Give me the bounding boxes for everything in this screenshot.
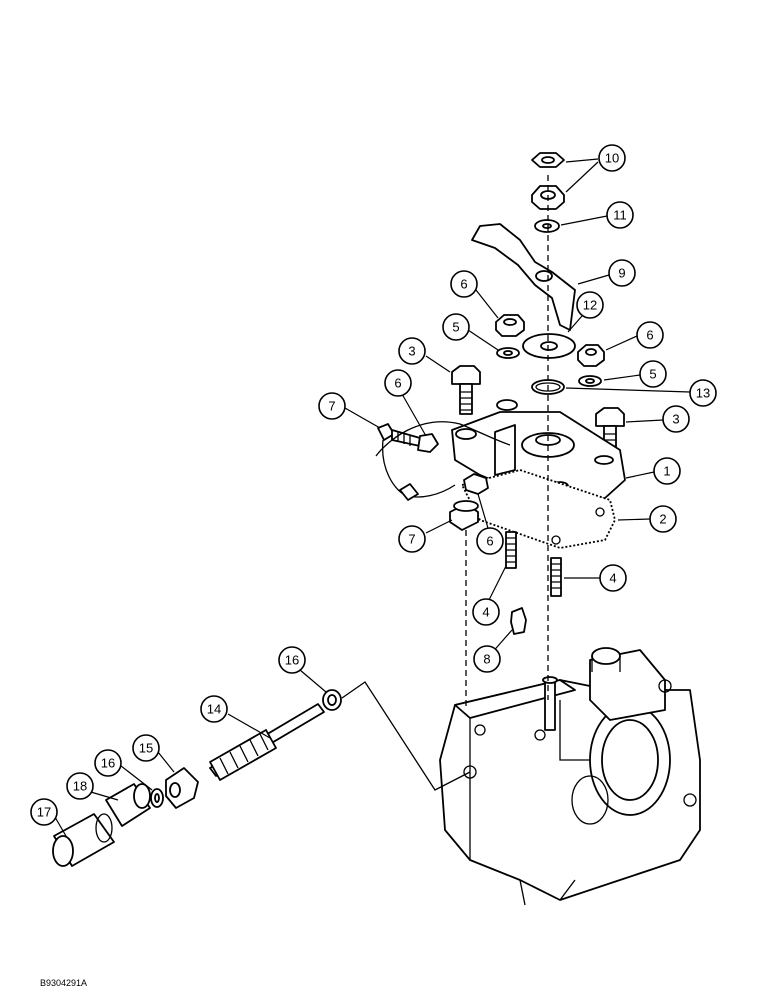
callout-10: 10: [598, 144, 626, 172]
stud-4-left: [505, 531, 517, 569]
alignment-lines: [465, 175, 549, 710]
svg-text:10: 10: [605, 151, 619, 166]
callout-6-d: 6: [476, 527, 504, 555]
nut-15: [165, 767, 199, 809]
nut-6-lower: [463, 473, 489, 495]
svg-text:8: 8: [483, 652, 490, 667]
callout-4-b: 4: [472, 598, 500, 626]
bolt-7-lower: [449, 500, 479, 531]
svg-text:4: 4: [482, 605, 489, 620]
lever-9: [471, 223, 576, 331]
svg-text:6: 6: [646, 328, 653, 343]
svg-text:1: 1: [663, 464, 670, 479]
svg-text:18: 18: [73, 779, 87, 794]
callout-3-b: 3: [662, 405, 690, 433]
nut-6-top-right: [577, 344, 605, 367]
callout-18: 18: [66, 772, 94, 800]
washer-16-upper: [322, 689, 342, 711]
callout-5-a: 5: [442, 313, 470, 341]
callout-6-a: 6: [450, 270, 478, 298]
wire-link: [375, 421, 511, 501]
sleeve-18: [105, 783, 151, 827]
svg-text:5: 5: [452, 320, 459, 335]
key-8: [510, 607, 527, 635]
washer-12: [522, 333, 576, 359]
callout-2: 2: [649, 505, 677, 533]
callout-1: 1: [653, 457, 681, 485]
svg-text:4: 4: [609, 571, 616, 586]
callout-11: 11: [606, 201, 634, 229]
washer-5-top-right: [578, 375, 602, 387]
callout-6-b: 6: [636, 321, 664, 349]
shaft-14: [209, 703, 325, 781]
svg-text:16: 16: [285, 653, 299, 668]
washer-5-top-left: [496, 347, 520, 359]
callout-3-a: 3: [398, 337, 426, 365]
bolt-3-left: [451, 365, 481, 415]
nut-6-top-left: [495, 314, 525, 337]
svg-text:3: 3: [672, 412, 679, 427]
callout-16-a: 16: [278, 646, 306, 674]
svg-text:7: 7: [328, 399, 335, 414]
gasket-2: [461, 469, 616, 549]
callouts: 10 11 9 6 12 6 5 5 3 13 7 6 3 1 2 7 6 4 …: [30, 144, 717, 826]
leader-lines: [51, 158, 691, 837]
svg-text:6: 6: [486, 534, 493, 549]
cap-17: [52, 813, 115, 867]
callout-7-a: 7: [318, 392, 346, 420]
callout-15: 15: [132, 734, 160, 762]
svg-text:3: 3: [408, 344, 415, 359]
washer-11: [534, 219, 560, 233]
callout-14: 14: [200, 695, 228, 723]
callout-17: 17: [30, 798, 58, 826]
callout-16-b: 16: [94, 749, 122, 777]
svg-text:13: 13: [696, 386, 710, 401]
connecting-rod-line: [341, 681, 471, 791]
svg-text:15: 15: [139, 741, 153, 756]
svg-text:14: 14: [207, 702, 221, 717]
engine-housing: [439, 647, 701, 906]
callout-4-a: 4: [599, 564, 627, 592]
document-code: B9304291A: [40, 978, 88, 988]
callout-5-b: 5: [639, 360, 667, 388]
stud-4-right: [550, 557, 562, 597]
callout-13: 13: [689, 379, 717, 407]
callout-6-c: 6: [384, 369, 412, 397]
eye-bolt-7: [377, 423, 439, 453]
svg-text:11: 11: [613, 208, 627, 223]
washer-16-lower: [150, 788, 164, 808]
nut-10-upper: [531, 152, 565, 168]
callout-12: 12: [576, 291, 604, 319]
callout-9: 9: [608, 259, 636, 287]
svg-text:9: 9: [618, 266, 625, 281]
svg-text:6: 6: [460, 277, 467, 292]
svg-text:6: 6: [394, 376, 401, 391]
callout-8: 8: [473, 645, 501, 673]
svg-text:17: 17: [37, 805, 51, 820]
svg-text:16: 16: [101, 756, 115, 771]
svg-text:2: 2: [659, 512, 666, 527]
svg-text:5: 5: [649, 367, 656, 382]
svg-text:7: 7: [408, 532, 415, 547]
svg-text:12: 12: [583, 298, 597, 313]
callout-7-b: 7: [398, 525, 426, 553]
